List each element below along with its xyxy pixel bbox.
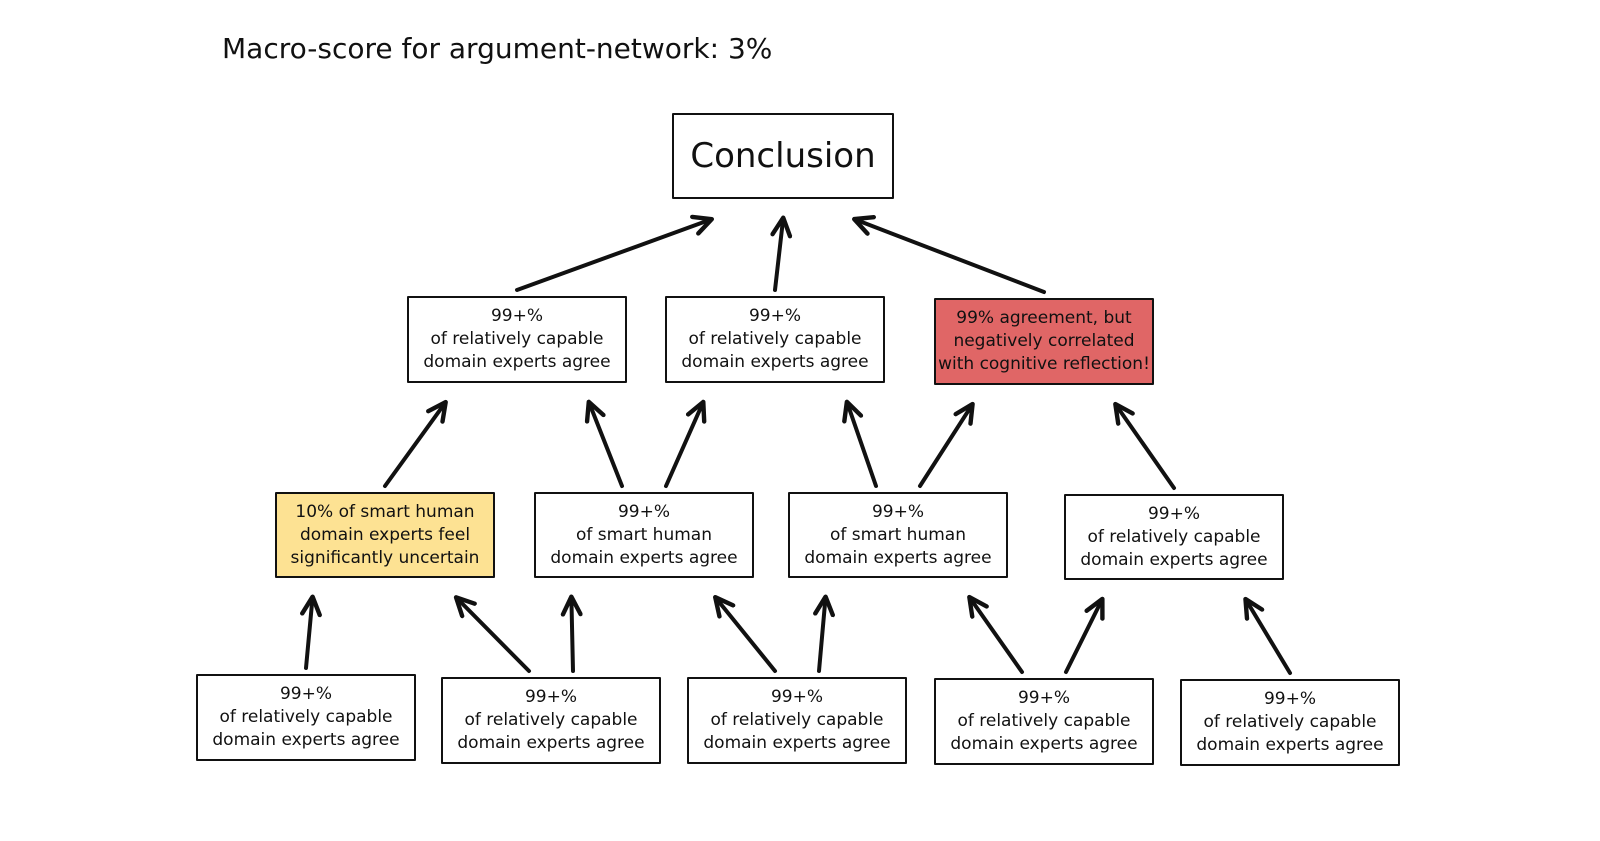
node-line: of relatively capable <box>688 329 862 349</box>
arrow-l3_e-to-l2_d <box>1243 596 1292 675</box>
arrow-l1_a-to-conclusion <box>515 214 715 292</box>
node-line: of relatively capable <box>464 710 638 730</box>
node-line: 99+% <box>1017 688 1071 708</box>
conclusion-node: Conclusion <box>672 113 894 199</box>
arrow-l3_b-to-l2_a <box>453 595 531 673</box>
node-line: Conclusion <box>690 136 876 176</box>
arrow-l1_c-to-conclusion <box>852 215 1046 294</box>
node-line: 99+% <box>1263 689 1317 709</box>
arrow-l3_a-to-l2_a <box>300 594 322 670</box>
premise-node: 99+% of relatively capable domain expert… <box>1180 679 1400 766</box>
node-line: of relatively capable <box>219 707 393 727</box>
arrow-l3_d-to-l2_d <box>1064 596 1105 674</box>
arrow-l3_c-to-l2_b <box>713 594 777 673</box>
node-line: of relatively capable <box>430 329 604 349</box>
node-line: significantly uncertain <box>290 547 480 568</box>
premise-node: 99+% of relatively capable domain expert… <box>665 296 885 383</box>
node-line: of smart human <box>576 524 712 545</box>
node-line: domain experts agree <box>804 547 992 568</box>
premise-node: 99+% of relatively capable domain expert… <box>934 678 1154 765</box>
node-line: domain experts agree <box>1196 735 1384 755</box>
negative-correlation-node: 99% agreement, but negatively correlated… <box>934 298 1154 385</box>
premise-node: 99+% of smart human domain experts agree <box>534 492 754 578</box>
arrow-l3_c-to-l2_c <box>813 594 836 673</box>
node-line: domain experts agree <box>681 352 869 372</box>
arrow-l2_c-to-l1_b <box>842 399 878 488</box>
premise-node: 99+% of relatively capable domain expert… <box>441 677 661 764</box>
node-line: 99+% <box>871 501 925 522</box>
node-line: 99+% <box>524 687 578 707</box>
premise-node: 99+% of relatively capable domain expert… <box>407 296 627 383</box>
node-line: with cognitive reflection! <box>938 354 1150 374</box>
premise-node: 99+% of relatively capable domain expert… <box>1064 494 1284 580</box>
arrow-l2_c-to-l1_c <box>918 401 975 488</box>
node-line: 99+% <box>617 501 671 522</box>
node-line: of relatively capable <box>957 711 1131 731</box>
premise-node: 99+% of relatively capable domain expert… <box>196 674 416 761</box>
uncertainty-node: 10% of smart human domain experts feel s… <box>275 492 495 578</box>
premise-node: 99+% of smart human domain experts agree <box>788 492 1008 578</box>
node-line: of smart human <box>830 524 966 545</box>
node-line: of relatively capable <box>1087 526 1261 547</box>
arrow-l1_b-to-conclusion <box>770 215 793 292</box>
node-line: domain experts agree <box>423 352 611 372</box>
node-line: domain experts agree <box>703 733 891 753</box>
arrow-l3_d-to-l2_c <box>967 594 1024 674</box>
premise-node: 99+% of relatively capable domain expert… <box>687 677 907 764</box>
node-line: domain experts agree <box>1080 549 1268 570</box>
node-line: domain experts feel <box>299 524 471 545</box>
node-line: 10% of smart human <box>295 501 475 522</box>
node-line: domain experts agree <box>212 730 400 750</box>
node-line: domain experts agree <box>950 734 1138 754</box>
node-line: 99% agreement, but <box>956 308 1132 328</box>
node-line: domain experts agree <box>550 547 738 568</box>
node-line: of relatively capable <box>710 710 884 730</box>
node-line: 99+% <box>490 306 544 326</box>
node-line: negatively correlated <box>953 331 1135 351</box>
node-line: of relatively capable <box>1203 712 1377 732</box>
arrow-l2_a-to-l1_a <box>383 399 448 488</box>
arrow-l2_b-to-l1_a <box>584 399 624 488</box>
node-line: 99+% <box>748 306 802 326</box>
node-line: domain experts agree <box>457 733 645 753</box>
arrow-l2_d-to-l1_c <box>1113 401 1176 490</box>
node-line: 99+% <box>770 687 824 707</box>
node-line: 99+% <box>1147 503 1201 524</box>
node-line: 99+% <box>279 684 333 704</box>
page-title: Macro-score for argument-network: 3% <box>222 32 773 65</box>
arrow-l2_b-to-l1_b <box>664 399 707 488</box>
arrow-l3_b-to-l2_b <box>560 594 583 673</box>
